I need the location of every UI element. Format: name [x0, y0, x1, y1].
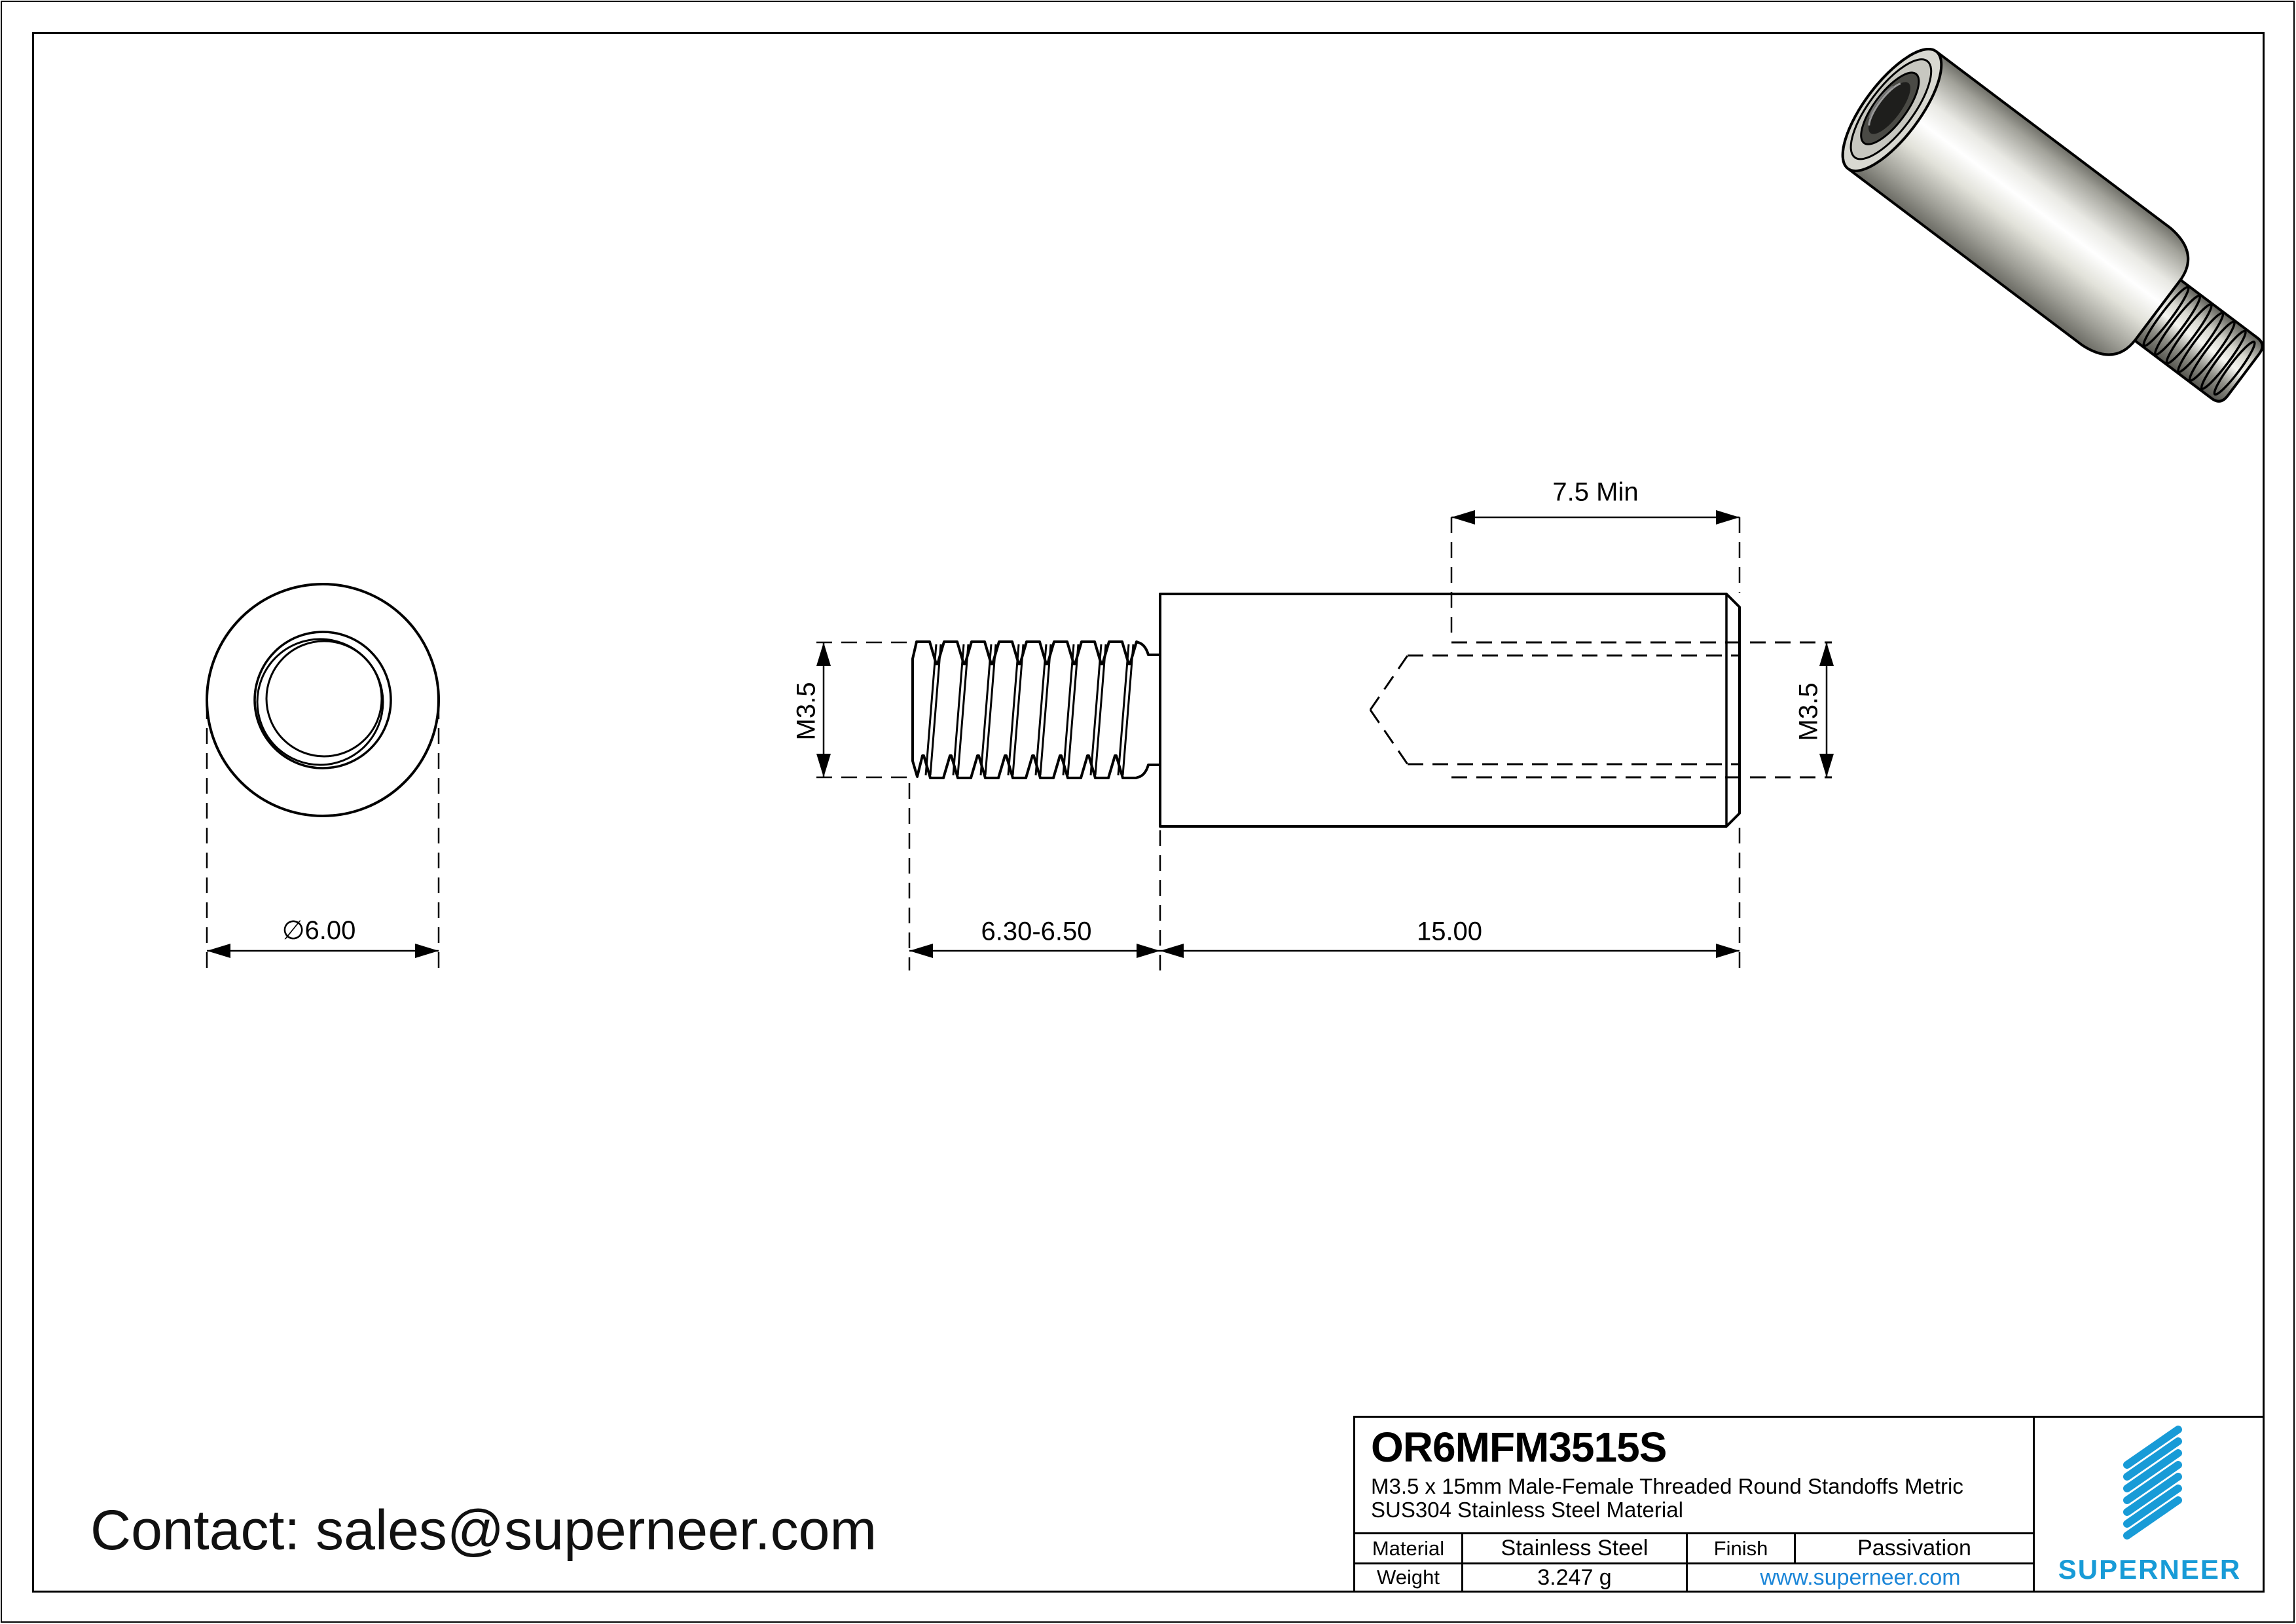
brand-hatch-icon — [2123, 1426, 2182, 1540]
part-number: OR6MFM3515S — [1371, 1424, 1667, 1471]
female-thread-hidden-lines — [1369, 641, 1832, 779]
brand-logo-cell: SUPERNEER — [2033, 1418, 2265, 1591]
contact-email-text: Contact: sales@superneer.com — [90, 1499, 877, 1562]
standoff-3d-render — [1841, 48, 2264, 403]
material-value: Stainless Steel — [1463, 1534, 1688, 1562]
finish-label: Finish — [1688, 1534, 1796, 1562]
weight-label: Weight — [1355, 1564, 1463, 1591]
dim-female-thread-label: M3.5 — [1794, 678, 1824, 745]
title-block: OR6MFM3515S M3.5 x 15mm Male-Female Thre… — [1353, 1416, 2265, 1593]
title-block-row-material: Material Stainless Steel Finish Passivat… — [1355, 1532, 2033, 1562]
sheet-inner-frame — [32, 32, 2265, 1593]
brand-name: SUPERNEER — [2058, 1554, 2242, 1585]
extension-lines — [816, 517, 1741, 970]
title-block-row-weight: Weight 3.247 g www.superneer.com — [1355, 1562, 2033, 1591]
part-description-line2: SUS304 Stainless Steel Material — [1371, 1498, 1683, 1522]
dimension-lines — [822, 516, 1828, 952]
dim-body-length-label: 15.00 — [1412, 917, 1487, 947]
finish-value: Passivation — [1857, 1536, 1971, 1560]
weight-value: 3.247 g — [1463, 1564, 1688, 1591]
end-view — [206, 583, 440, 970]
stud-thread-ridges — [2142, 286, 2256, 396]
material-label: Material — [1355, 1534, 1463, 1562]
website-link[interactable]: www.superneer.com — [1760, 1564, 1961, 1590]
thread-flank-lines — [924, 644, 1135, 776]
dim-diameter-label: ∅6.00 — [278, 915, 360, 946]
dim-thread-depth-label: 7.5 Min — [1548, 477, 1643, 507]
body-outline — [1159, 593, 1741, 828]
dim-male-thread-label: M3.5 — [792, 678, 822, 745]
part-description-line1: M3.5 x 15mm Male-Female Threaded Round S… — [1371, 1474, 1963, 1498]
dim-stud-length-label: 6.30-6.50 — [977, 917, 1096, 947]
dimension-arrows — [816, 510, 1834, 958]
side-view — [816, 510, 1834, 970]
